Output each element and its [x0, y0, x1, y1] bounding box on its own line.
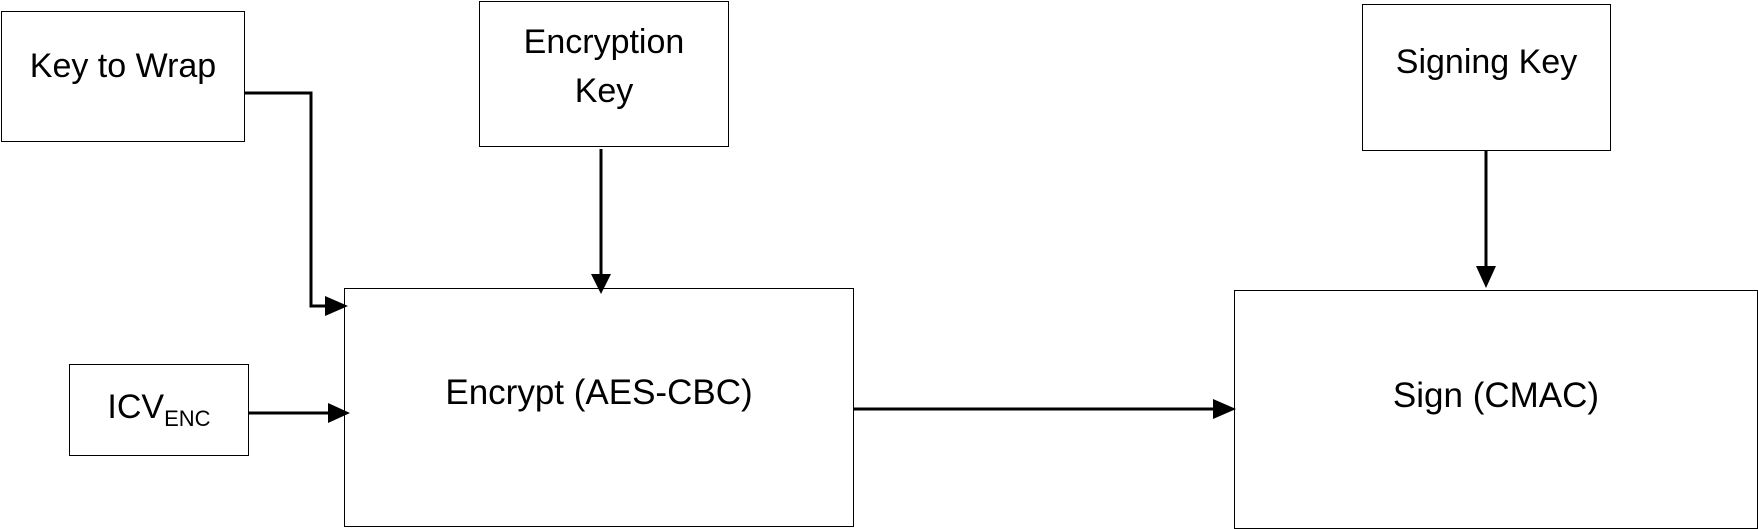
arrowhead-signing-key — [1476, 266, 1496, 288]
key-to-wrap-label: Key to Wrap — [29, 47, 217, 85]
icv-enc-box: ICVENC — [69, 364, 249, 456]
icv-subscript-text: ENC — [164, 405, 211, 431]
icv-enc-label: ICVENC — [107, 383, 210, 435]
encrypt-box: Encrypt (AES-CBC) — [344, 288, 854, 527]
signing-key-box: Signing Key — [1362, 4, 1611, 151]
encryption-key-label-line2: Key — [574, 72, 634, 111]
encrypt-label: Encrypt (AES-CBC) — [445, 373, 753, 412]
arrowhead-icv-enc — [328, 403, 350, 423]
arrowhead-encryption-key — [591, 274, 611, 294]
icv-main-text: ICV — [107, 388, 165, 426]
arrowhead-key-to-wrap — [325, 296, 348, 316]
arrowhead-encrypt-to-sign — [1213, 399, 1236, 419]
key-to-wrap-box: Key to Wrap — [1, 11, 245, 142]
sign-label: Sign (CMAC) — [1392, 376, 1600, 415]
signing-key-label: Signing Key — [1395, 43, 1578, 81]
encryption-key-box: Encryption Key — [479, 1, 729, 147]
arrow-key-to-wrap-to-encrypt — [245, 91, 327, 308]
encryption-key-label-line1: Encryption — [523, 23, 685, 61]
